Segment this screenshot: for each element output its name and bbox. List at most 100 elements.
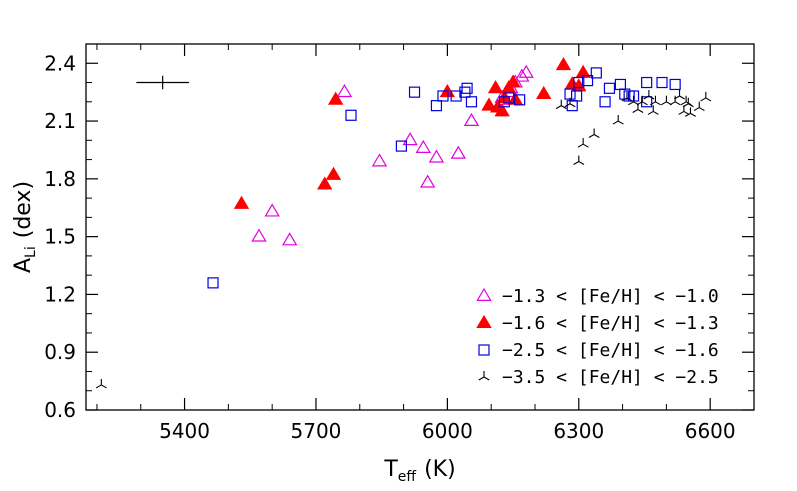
x-axis-label-unit: (K) [424,457,456,482]
data-point [573,76,585,89]
data-point [251,228,267,242]
data-point [481,97,497,111]
data-point [682,97,694,108]
data-point [564,97,576,108]
data-point [487,80,504,94]
legend-marker [478,344,490,356]
data-point [649,95,661,106]
data-point [325,166,342,180]
data-point [660,95,672,106]
data-point [656,76,668,89]
series-1 [233,57,591,209]
x-tick-label: 6600 [685,419,736,443]
y-tick-label: 0.6 [44,398,76,422]
data-point [419,174,436,188]
error-bar [136,75,189,90]
y-axis-label-unit: (dex) [11,181,36,238]
data-point [514,68,530,82]
data-point [408,86,421,98]
plot-frame [85,43,755,411]
data-point [395,140,407,152]
data-point [336,83,353,98]
data-point [465,96,478,108]
data-point [281,232,298,246]
data-point [636,95,648,106]
series-2 [207,67,681,289]
data-point [415,139,431,153]
data-point [317,176,333,190]
data-point [450,90,462,102]
x-axis-label: Teff (K) [383,457,455,485]
data-point [577,138,589,148]
axis-ticks: 5400 5700 6000 6300 6600 0.6 0.9 1.2 1.5 1.8 2.1 2.… [44,43,755,443]
x-tick-label: 5400 [159,419,210,443]
y-tick-label: 1.2 [44,282,76,306]
data-point [437,90,449,102]
x-tick-label: 6300 [553,419,604,443]
legend: −1.3 < [Fe/H] < −1.0 −1.6 < [Fe/H] < −1.3… [476,286,719,388]
data-point [264,203,280,217]
data-point [430,100,443,112]
data-point [505,74,521,88]
data-point [207,277,219,289]
legend-marker [476,314,492,328]
data-point [573,155,585,165]
data-point [507,91,523,105]
data-point [345,109,357,121]
data-point [566,100,578,112]
data-point [588,128,600,139]
legend-entry: −2.5 < [Fe/H] < −1.6 [502,340,719,361]
x-tick-label: 5700 [291,419,342,443]
legend-marker [476,287,492,301]
legend-entry: −1.3 < [Fe/H] < −1.0 [502,286,719,307]
y-tick-label: 1.5 [44,225,76,249]
legend-marker [478,371,490,381]
y-axis-label-main: A [11,258,36,273]
legend-entry: −1.6 < [Fe/H] < −1.3 [502,313,719,334]
data-point [428,149,445,163]
data-point [643,90,655,100]
data-point [463,112,480,126]
data-point [461,82,473,94]
x-axis-label-sub: eff [398,469,417,485]
y-axis-label: ALi(dex) [11,181,39,273]
y-tick-label: 0.9 [44,340,76,364]
data-point [402,132,418,146]
data-point [518,64,534,78]
legend-entry: −3.5 < [Fe/H] < −2.5 [502,367,719,388]
data-point [674,90,686,100]
data-point [494,103,510,117]
data-point [669,95,681,106]
data-point [327,91,344,105]
data-point [700,91,712,102]
data-point [570,90,583,102]
data-point [614,78,627,91]
data-point [95,378,107,389]
data-point [514,94,526,106]
data-point [647,105,659,115]
x-tick-label: 6000 [422,419,473,443]
data-point [498,96,510,108]
data-point [599,96,611,108]
data-points [95,57,712,389]
data-point [371,153,388,167]
series-3 [95,90,712,389]
data-point [612,115,624,125]
data-point [684,107,696,117]
y-tick-label: 1.8 [44,167,76,191]
data-point [603,82,616,94]
data-point [693,101,705,112]
data-point [536,85,552,100]
data-point [555,99,567,110]
data-point [621,91,633,102]
x-axis-label-main: T [383,457,398,482]
data-point [590,67,602,79]
data-point [669,78,681,91]
y-tick-label: 2.1 [44,109,76,133]
y-tick-label: 2.4 [44,51,76,75]
data-point [450,145,467,159]
data-point [503,92,515,104]
data-point [233,195,250,209]
data-point [581,74,594,87]
